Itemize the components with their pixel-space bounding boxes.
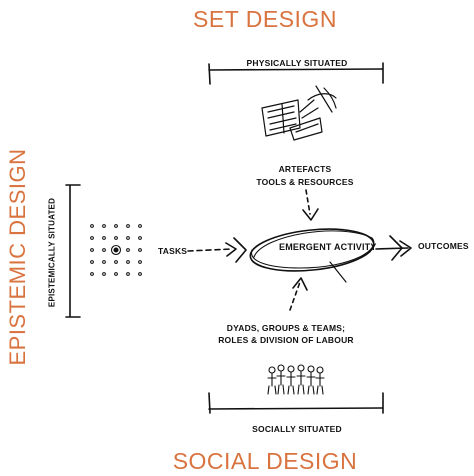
tasks-arrow: [187, 248, 233, 252]
dyads-line2: ROLES & DIVISION OF LABOUR: [218, 335, 354, 345]
dyads-label: DYADS, GROUPS & TEAMS; ROLES & DIVISION …: [196, 322, 376, 346]
physically-situated-label: PHYSICALLY SITUATED: [246, 58, 348, 68]
artefacts-label: ARTEFACTS TOOLS & RESOURCES: [230, 163, 380, 189]
people-group-sketch: [267, 364, 325, 395]
artefacts-arrowhead: [302, 208, 319, 221]
top-bracket: [208, 62, 384, 85]
dyads-line1: DYADS, GROUPS & TEAMS;: [226, 323, 346, 333]
socially-situated-label: SOCIALLY SITUATED: [252, 424, 342, 434]
books-and-tools-sketch: [261, 85, 337, 141]
dyads-arrowhead: [292, 277, 308, 291]
emergent-ellipse-overstroke: [251, 230, 375, 269]
artefacts-line1: ARTEFACTS: [278, 164, 332, 174]
outcomes-label: OUTCOMES: [418, 241, 469, 251]
left-bracket: [65, 184, 81, 318]
artefacts-line2: TOOLS & RESOURCES: [256, 177, 354, 187]
dot-grid: [90, 224, 142, 276]
outcomes-arrow: [375, 247, 409, 250]
tasks-arrowhead: [225, 242, 237, 257]
outcomes-chevron: [389, 235, 403, 261]
dyads-arrow: [289, 281, 301, 311]
social-design-title: SOCIAL DESIGN: [172, 448, 358, 474]
set-design-title: SET DESIGN: [193, 6, 337, 32]
emergent-activity-label: EMERGENT ACTIVITY: [279, 242, 377, 252]
artefacts-arrow: [305, 189, 311, 215]
tasks-chevron: [233, 237, 247, 263]
emergent-ellipse: [249, 228, 375, 272]
bottom-bracket: [208, 392, 384, 414]
tasks-label: TASKS: [158, 246, 188, 256]
emergent-tail: [329, 261, 347, 283]
outcomes-arrowhead: [399, 240, 412, 257]
